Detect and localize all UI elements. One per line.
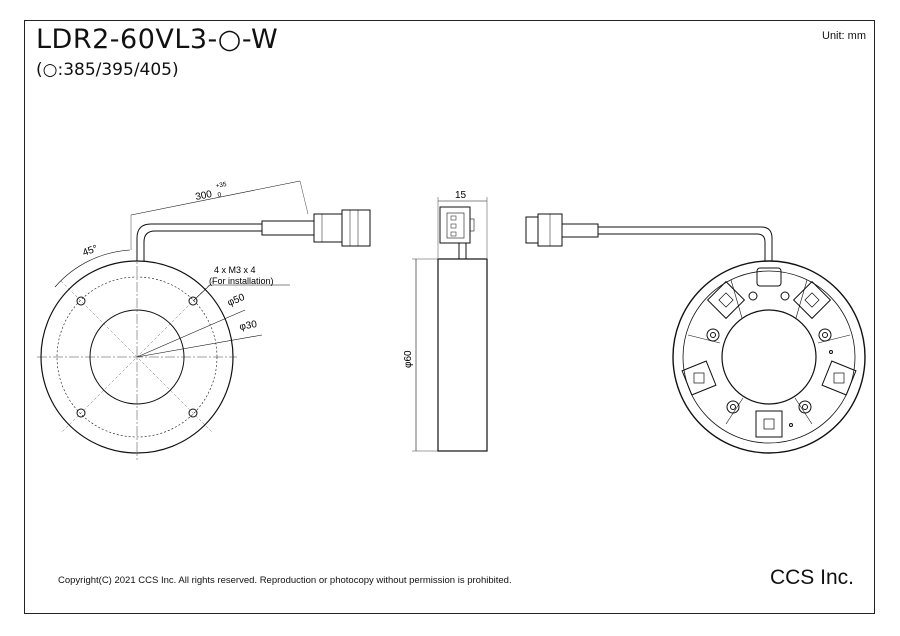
- drawing-title: LDR2-60VL3-○-W: [36, 24, 279, 55]
- drawing-subtitle: (○:385/395/405): [36, 60, 179, 80]
- dia-60-dim: φ60: [403, 350, 414, 368]
- mount-hole: [188, 296, 198, 306]
- segment-line: [730, 279, 743, 319]
- marker-dot: [789, 423, 793, 427]
- screw-hole: [730, 404, 736, 410]
- screw-hole: [706, 328, 720, 342]
- dia-50-dim: φ50: [226, 292, 247, 309]
- drawing-frame: [24, 20, 875, 614]
- front-cable: [136, 223, 262, 261]
- side-view: [412, 197, 488, 452]
- screw-hole: [710, 332, 716, 338]
- company-name: CCS Inc.: [769, 566, 854, 589]
- width-15-dim: 15: [455, 190, 467, 201]
- front-view: [37, 180, 371, 460]
- angle-dim: 45°: [81, 243, 99, 259]
- screw-hole: [818, 328, 832, 342]
- screw-hole: [802, 404, 808, 410]
- cable-entry: [756, 267, 782, 287]
- connector-latch: [469, 218, 475, 232]
- dia-30-dim: φ30: [239, 319, 259, 333]
- copyright-notice: Copyright(C) 2021 CCS Inc. All rights re…: [58, 575, 512, 586]
- mount-hole: [76, 408, 86, 418]
- led-pad: [755, 410, 783, 438]
- screw-hole: [822, 332, 828, 338]
- leader-line: [136, 334, 263, 358]
- rear-view: [525, 213, 866, 454]
- led-pad: [706, 280, 746, 320]
- holes-spec-line1: 4 x M3 x 4: [214, 265, 256, 275]
- rear-cable: [598, 233, 766, 261]
- cable-tol-upper: +35: [215, 181, 228, 190]
- led-chip: [763, 418, 775, 430]
- holes-spec-line2: (For installation): [209, 276, 274, 286]
- rear-aperture: [721, 309, 817, 405]
- segment-line: [725, 397, 744, 425]
- mount-hole: [76, 296, 86, 306]
- segment-line: [687, 334, 721, 344]
- led-chip: [718, 292, 734, 308]
- connector-pin: [450, 223, 457, 229]
- connector-pin: [450, 231, 457, 237]
- rear-connector-head: [525, 216, 539, 244]
- front-cable: [143, 230, 262, 261]
- front-connector-body: [313, 213, 343, 243]
- segment-line: [795, 279, 808, 319]
- rear-cable: [598, 226, 773, 261]
- cable-dim-line: [130, 180, 301, 216]
- mount-hole: [188, 408, 198, 418]
- rear-connector-sleeve: [561, 223, 599, 238]
- led-chip: [693, 372, 705, 384]
- led-chip: [833, 372, 845, 384]
- unit-label: Unit: mm: [822, 30, 866, 42]
- connector-pin: [450, 215, 457, 221]
- rear-rim: [682, 270, 856, 444]
- screw-hole: [748, 291, 758, 301]
- cable-length-dim: 300: [194, 189, 213, 203]
- side-connector: [439, 206, 471, 244]
- led-pad: [792, 280, 832, 320]
- screw-hole: [780, 291, 790, 301]
- side-connector-inner: [446, 212, 465, 239]
- cable-tol-lower: 0: [217, 191, 222, 199]
- leader-line: [136, 309, 246, 358]
- led-pad: [681, 360, 717, 396]
- segment-line: [794, 397, 813, 425]
- rear-outer-ring: [672, 260, 866, 454]
- holes-leader: [192, 284, 290, 302]
- marker-dot: [829, 350, 833, 354]
- led-chip: [804, 292, 820, 308]
- led-pad: [821, 360, 857, 396]
- dim-extension: [299, 180, 309, 215]
- front-connector-head: [341, 209, 371, 247]
- segment-line: [817, 334, 851, 344]
- side-body: [437, 258, 488, 452]
- angle-arc: [54, 249, 131, 288]
- front-connector-sleeve: [261, 220, 315, 236]
